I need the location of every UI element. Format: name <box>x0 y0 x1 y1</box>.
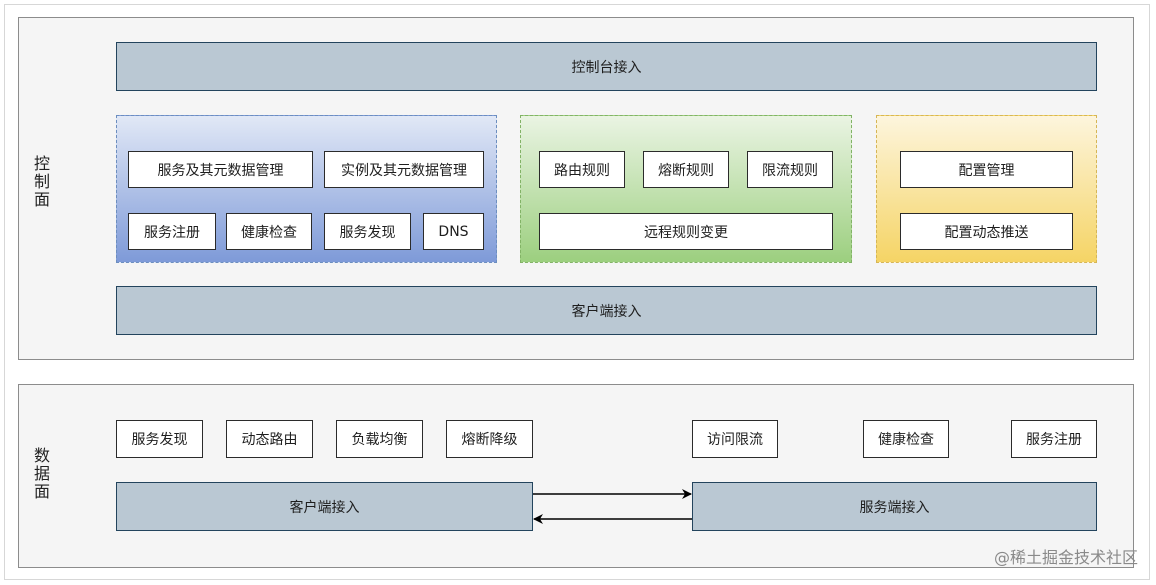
dp-client-access-bar[interactable]: 客户端接入 <box>116 482 533 531</box>
dp-service-discovery-box[interactable]: 服务发现 <box>116 420 203 458</box>
dp-circuit-breaking-box[interactable]: 熔断降级 <box>446 420 533 458</box>
client-access-bar-control[interactable]: 客户端接入 <box>116 286 1097 335</box>
config-management-box[interactable]: 配置管理 <box>900 151 1073 188</box>
instance-metadata-box[interactable]: 实例及其元数据管理 <box>324 151 484 188</box>
dp-health-check-box[interactable]: 健康检查 <box>863 420 949 458</box>
config-dynamic-push-box[interactable]: 配置动态推送 <box>900 213 1073 250</box>
watermark-text: @稀土掘金技术社区 <box>993 548 1138 567</box>
console-access-bar[interactable]: 控制台接入 <box>116 42 1097 91</box>
service-registration-box[interactable]: 服务注册 <box>128 213 216 250</box>
dp-service-registration-box[interactable]: 服务注册 <box>1011 420 1097 458</box>
dns-box[interactable]: DNS <box>423 213 484 250</box>
dp-load-balancing-box[interactable]: 负载均衡 <box>336 420 423 458</box>
circuit-breaker-rules-box[interactable]: 熔断规则 <box>643 151 729 188</box>
control-plane-label: 控制面 <box>31 155 50 209</box>
dp-server-access-bar[interactable]: 服务端接入 <box>692 482 1097 531</box>
remote-rule-change-box[interactable]: 远程规则变更 <box>539 213 833 250</box>
dp-dynamic-routing-box[interactable]: 动态路由 <box>226 420 313 458</box>
routing-rules-box[interactable]: 路由规则 <box>539 151 625 188</box>
outer-frame <box>4 4 1150 580</box>
service-metadata-box[interactable]: 服务及其元数据管理 <box>128 151 313 188</box>
health-check-box[interactable]: 健康检查 <box>226 213 312 250</box>
service-discovery-box[interactable]: 服务发现 <box>324 213 411 250</box>
rate-limit-rules-box[interactable]: 限流规则 <box>747 151 833 188</box>
data-plane-label: 数据面 <box>31 447 50 501</box>
data-plane-panel <box>18 384 1134 568</box>
dp-access-rate-limit-box[interactable]: 访问限流 <box>692 420 778 458</box>
